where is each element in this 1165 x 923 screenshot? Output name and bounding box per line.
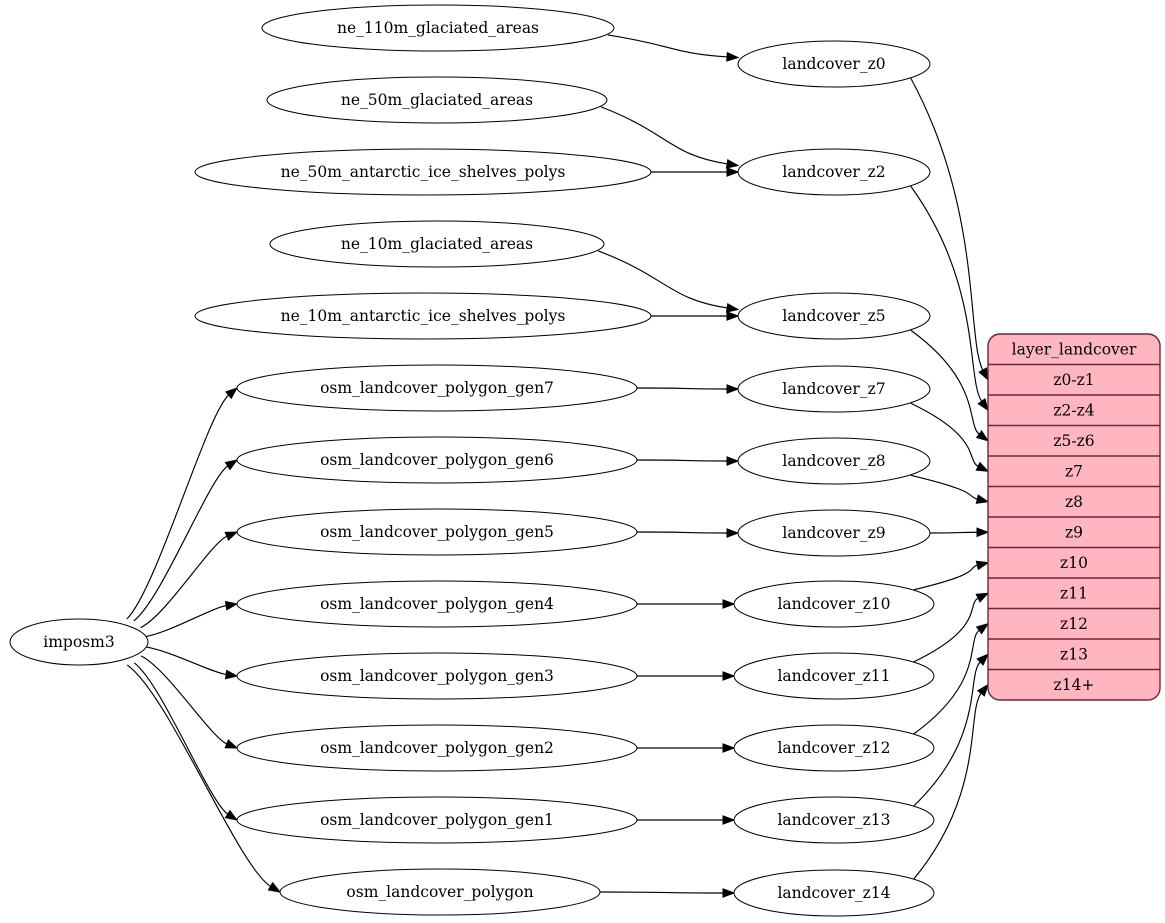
node-label-landcover_z8: landcover_z8 — [782, 452, 885, 470]
edge-landcover_z9-to-record-z9 — [929, 527, 990, 538]
node-ne_10m_antarctic_ice_shelves_polys[interactable]: ne_10m_antarctic_ice_shelves_polys — [194, 292, 652, 340]
nodes-layer: imposm3 ne_110m_glaciated_areas ne_50m_gla… — [9, 4, 935, 917]
record-row-z12[interactable]: z12 — [1060, 615, 1088, 633]
node-label-osm_landcover_polygon_gen5: osm_landcover_polygon_gen5 — [320, 523, 554, 541]
node-label-landcover_z11: landcover_z11 — [777, 667, 890, 685]
edges-layer — [126, 34, 990, 898]
node-label-osm_landcover_polygon_gen2: osm_landcover_polygon_gen2 — [320, 739, 554, 757]
node-label-landcover_z12: landcover_z12 — [777, 739, 890, 757]
node-label-landcover_z14: landcover_z14 — [777, 884, 890, 902]
node-ne_50m_glaciated_areas[interactable]: ne_50m_glaciated_areas — [266, 76, 608, 124]
edge-landcover_z2-to-record-z2-z4 — [910, 185, 989, 412]
edge-landcover_z7-to-record-z7 — [910, 402, 990, 472]
node-label-osm_landcover_polygon_gen4: osm_landcover_polygon_gen4 — [320, 595, 554, 613]
record-row-z5-z6[interactable]: z5-z6 — [1053, 432, 1094, 450]
edge-landcover_z14-to-record-z14+ — [913, 683, 989, 880]
node-landcover_z10[interactable]: landcover_z10 — [733, 580, 935, 628]
node-label-landcover_z5: landcover_z5 — [782, 307, 885, 325]
node-landcover_z14[interactable]: landcover_z14 — [733, 869, 935, 917]
node-landcover_z0[interactable]: landcover_z0 — [737, 40, 931, 88]
node-label-landcover_z0: landcover_z0 — [782, 55, 885, 73]
edge-osm_landcover_polygon_gen1-to-landcover_z13 — [637, 815, 736, 825]
node-landcover_z13[interactable]: landcover_z13 — [733, 796, 935, 844]
record-row-z2-z4[interactable]: z2-z4 — [1053, 401, 1094, 419]
edge-osm_landcover_polygon_gen6-to-landcover_z8 — [636, 456, 740, 466]
node-landcover_z7[interactable]: landcover_z7 — [737, 365, 931, 413]
node-label-ne_10m_antarctic_ice_shelves_polys: ne_10m_antarctic_ice_shelves_polys — [281, 307, 566, 325]
node-landcover_z8[interactable]: landcover_z8 — [737, 437, 931, 485]
record-node-layer: layer_landcover z0-z1 z2-z4 z5-z6 z7 z8 z9 z10 z… — [987, 333, 1161, 701]
edge-landcover_z8-to-record-z8 — [910, 474, 990, 504]
node-label-osm_landcover_polygon_gen6: osm_landcover_polygon_gen6 — [320, 451, 554, 469]
edge-imposm3-to-osm_landcover_polygon_gen6 — [133, 459, 239, 622]
node-osm_landcover_polygon[interactable]: osm_landcover_polygon — [279, 868, 601, 916]
record-row-z10[interactable]: z10 — [1060, 554, 1088, 572]
edge-landcover_z5-to-record-z5-z6 — [910, 329, 990, 442]
edge-landcover_z0-to-record-z0-z1 — [910, 77, 989, 381]
node-label-ne_50m_antarctic_ice_shelves_polys: ne_50m_antarctic_ice_shelves_polys — [281, 163, 566, 181]
edge-imposm3-to-osm_landcover_polygon — [126, 664, 282, 893]
edge-ne_10m_antarctic_ice_shelves_polys-to-landcover_z5 — [643, 311, 740, 321]
node-landcover_z9[interactable]: landcover_z9 — [737, 509, 931, 557]
edge-landcover_z13-to-record-z13 — [913, 653, 990, 807]
record-row-z0-z1[interactable]: z0-z1 — [1053, 371, 1094, 389]
edge-osm_landcover_polygon_gen4-to-landcover_z10 — [637, 599, 736, 609]
node-label-ne_10m_glaciated_areas: ne_10m_glaciated_areas — [341, 235, 533, 253]
edge-imposm3-to-osm_landcover_polygon_gen5 — [140, 531, 239, 629]
record-row-z13[interactable]: z13 — [1060, 645, 1088, 663]
edge-ne_110m_glaciated_areas-to-landcover_z0 — [607, 34, 740, 62]
edge-landcover_z10-to-record-z10 — [913, 560, 990, 591]
node-label-ne_110m_glaciated_areas: ne_110m_glaciated_areas — [337, 19, 539, 37]
node-osm_landcover_polygon_gen2[interactable]: osm_landcover_polygon_gen2 — [236, 724, 638, 772]
record-row-z8[interactable]: z8 — [1065, 493, 1083, 511]
record-row-z9[interactable]: z9 — [1065, 523, 1083, 541]
node-osm_landcover_polygon_gen7[interactable]: osm_landcover_polygon_gen7 — [236, 364, 638, 412]
node-label-osm_landcover_polygon_gen7: osm_landcover_polygon_gen7 — [320, 379, 554, 397]
node-label-landcover_z10: landcover_z10 — [777, 595, 890, 613]
edge-ne_50m_antarctic_ice_shelves_polys-to-landcover_z2 — [643, 167, 740, 177]
node-osm_landcover_polygon_gen4[interactable]: osm_landcover_polygon_gen4 — [236, 580, 638, 628]
record-row-z14+[interactable]: z14+ — [1054, 676, 1095, 694]
edge-imposm3-to-osm_landcover_polygon_gen1 — [133, 662, 239, 821]
node-osm_landcover_polygon_gen5[interactable]: osm_landcover_polygon_gen5 — [236, 508, 638, 556]
edge-osm_landcover_polygon-to-landcover_z14 — [599, 888, 736, 898]
edge-osm_landcover_polygon_gen2-to-landcover_z12 — [636, 743, 736, 753]
record-header-label: layer_landcover — [1012, 340, 1137, 358]
node-osm_landcover_polygon_gen1[interactable]: osm_landcover_polygon_gen1 — [236, 796, 638, 844]
node-landcover_z11[interactable]: landcover_z11 — [733, 652, 935, 700]
node-landcover_z2[interactable]: landcover_z2 — [737, 148, 931, 196]
node-landcover_z5[interactable]: landcover_z5 — [737, 292, 931, 340]
record-row-z7[interactable]: z7 — [1065, 462, 1083, 480]
node-ne_50m_antarctic_ice_shelves_polys[interactable]: ne_50m_antarctic_ice_shelves_polys — [194, 148, 652, 196]
node-label-landcover_z13: landcover_z13 — [777, 811, 890, 829]
node-ne_110m_glaciated_areas[interactable]: ne_110m_glaciated_areas — [261, 4, 615, 52]
edge-landcover_z12-to-record-z12 — [913, 622, 990, 735]
edge-osm_landcover_polygon_gen5-to-landcover_z9 — [636, 528, 740, 538]
edge-imposm3-to-osm_landcover_polygon_gen4 — [145, 600, 239, 638]
node-label-ne_50m_glaciated_areas: ne_50m_glaciated_areas — [341, 91, 533, 109]
node-label-landcover_z7: landcover_z7 — [782, 380, 885, 398]
record-node-layer-landcover[interactable]: layer_landcover z0-z1 z2-z4 z5-z6 z7 z8 z9 z10 z… — [987, 333, 1161, 701]
edge-osm_landcover_polygon_gen3-to-landcover_z11 — [636, 671, 736, 681]
node-osm_landcover_polygon_gen3[interactable]: osm_landcover_polygon_gen3 — [236, 652, 638, 700]
node-label-osm_landcover_polygon: osm_landcover_polygon — [346, 883, 533, 901]
edge-osm_landcover_polygon_gen7-to-landcover_z7 — [636, 384, 740, 394]
node-label-osm_landcover_polygon_gen1: osm_landcover_polygon_gen1 — [320, 811, 554, 829]
edge-ne_50m_glaciated_areas-to-landcover_z2 — [600, 106, 740, 169]
node-label-landcover_z2: landcover_z2 — [782, 163, 885, 181]
edge-landcover_z11-to-record-z11 — [913, 592, 990, 663]
node-ne_10m_glaciated_areas[interactable]: ne_10m_glaciated_areas — [269, 220, 605, 268]
node-label-landcover_z9: landcover_z9 — [782, 524, 885, 542]
node-label-imposm3: imposm3 — [43, 633, 114, 651]
edge-ne_10m_glaciated_areas-to-landcover_z5 — [597, 250, 740, 313]
edge-imposm3-to-osm_landcover_polygon_gen7 — [126, 387, 239, 620]
edge-imposm3-to-osm_landcover_polygon_gen3 — [145, 646, 239, 680]
node-label-osm_landcover_polygon_gen3: osm_landcover_polygon_gen3 — [320, 667, 554, 685]
record-row-z11[interactable]: z11 — [1060, 584, 1088, 602]
node-landcover_z12[interactable]: landcover_z12 — [733, 724, 935, 772]
node-osm_landcover_polygon_gen6[interactable]: osm_landcover_polygon_gen6 — [236, 436, 638, 484]
node-imposm3[interactable]: imposm3 — [9, 618, 149, 666]
edge-imposm3-to-osm_landcover_polygon_gen2 — [140, 655, 239, 749]
